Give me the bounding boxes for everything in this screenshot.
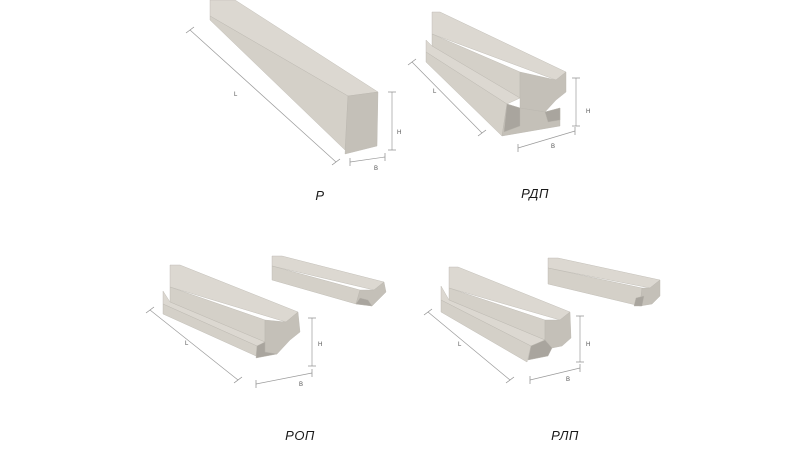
beam-rlp-length-label: L (458, 342, 462, 348)
beam-rlp-height-label: H (586, 342, 590, 348)
caption-rop: РОП (285, 428, 315, 443)
beam-rdp-front (519, 71, 567, 113)
beam-rdp-width-label: B (551, 144, 555, 150)
beam-rop: L H B (145, 255, 387, 388)
caption-rdp: РДП (521, 186, 549, 201)
beam-p-height-label: H (397, 130, 401, 136)
beam-rlp-segment-shadow (633, 295, 645, 307)
beam-rop-length-label: L (185, 341, 189, 347)
beam-rdp-length-label: L (433, 89, 437, 95)
beam-rlp: L H B (423, 257, 661, 384)
beam-rop-groove-shadow (255, 341, 278, 359)
beam-rlp-width-label: B (566, 377, 570, 383)
beam-p-length-line (189, 29, 337, 163)
beam-rlp-lower-side (440, 299, 532, 363)
beam-p-length-label: L (234, 92, 238, 98)
beam-p-front (344, 91, 379, 155)
beam-rdp: L H B (407, 11, 590, 152)
caption-rlp: РЛП (551, 428, 579, 443)
beam-p-width-label: B (374, 166, 378, 172)
beam-rdp-groove-shadow (503, 103, 521, 133)
beam-rop-height-label: H (318, 342, 322, 348)
beam-rdp-height-label: H (586, 109, 590, 115)
beam-rop-segment-shadow (355, 297, 373, 307)
beam-rdp-ledge-top (425, 39, 521, 105)
beam-p: L H B (185, 0, 401, 172)
beam-p-width-line (349, 156, 386, 163)
beam-rop-width-label: B (299, 382, 303, 388)
beam-rlp-groove-shadow (527, 339, 553, 361)
caption-p: Р (315, 188, 325, 203)
beam-rdp-groove-shadow-right (544, 107, 561, 123)
beam-p-side (209, 15, 349, 151)
